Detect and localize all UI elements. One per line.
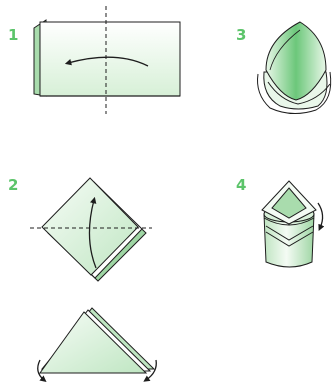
step4-figure xyxy=(261,180,325,268)
curl-arrow-icon xyxy=(143,359,157,382)
step2-triangle-figure xyxy=(37,307,157,383)
step-number-4: 4 xyxy=(236,176,247,194)
curl-arrow-icon xyxy=(37,359,47,383)
step3-figure xyxy=(257,21,332,114)
step1-figure xyxy=(33,6,181,114)
curved-arrow-up-icon xyxy=(88,196,97,269)
step-number-2: 2 xyxy=(8,176,19,194)
rotate-arrow-icon xyxy=(317,202,325,231)
step2-diamond-figure xyxy=(30,177,152,282)
step-number-1: 1 xyxy=(8,26,19,44)
step-number-3: 3 xyxy=(236,26,247,44)
curved-arrow-left-icon xyxy=(64,56,149,67)
